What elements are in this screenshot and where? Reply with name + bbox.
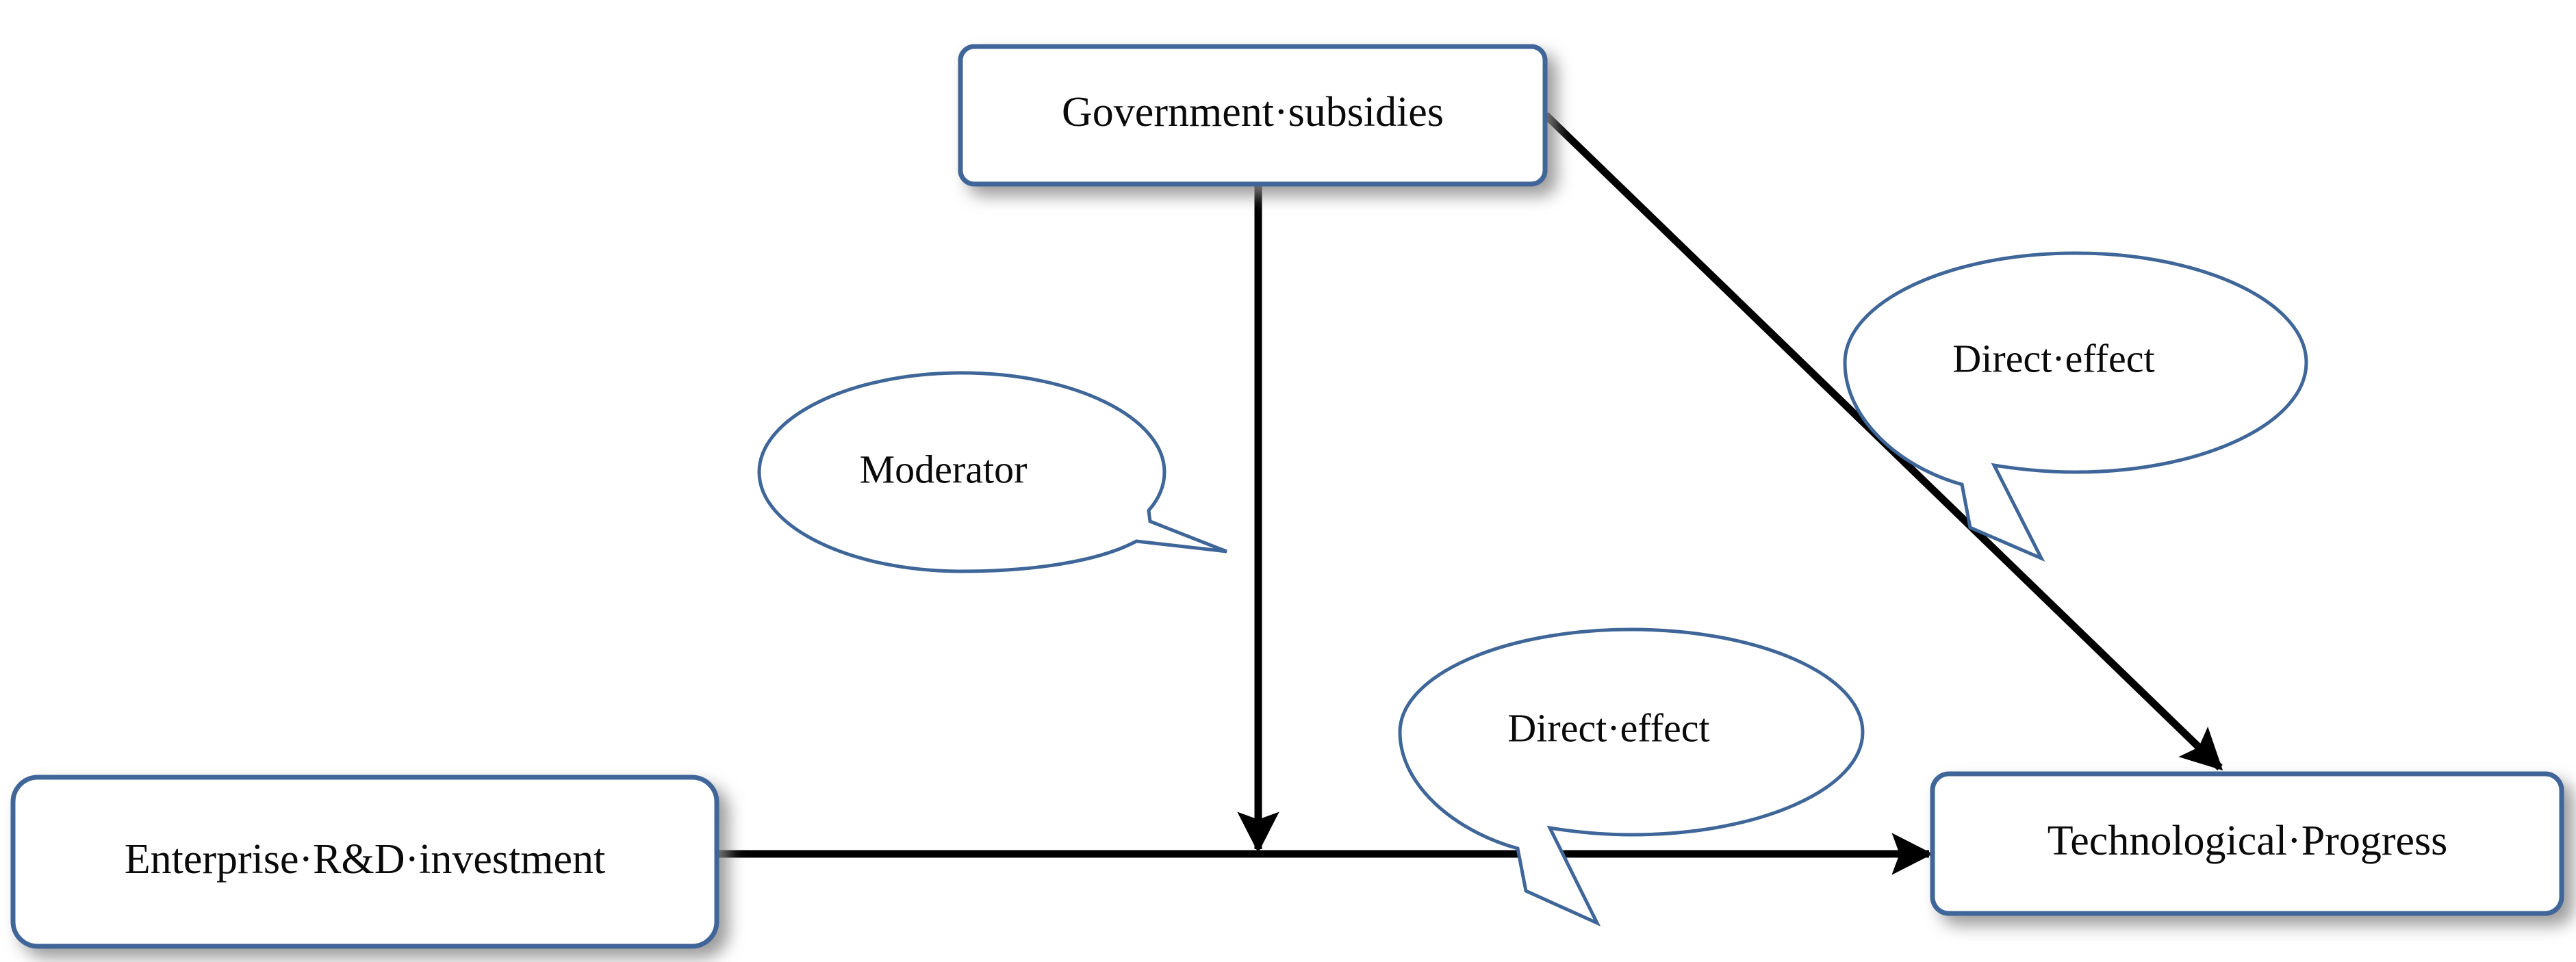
- technological-progress-label: Technological·Progress: [2048, 818, 2448, 864]
- technological-progress-box[interactable]: [1930, 771, 2564, 916]
- direct-effect-bottom-label: Direct·effect: [1507, 705, 1709, 750]
- government-subsidies-box[interactable]: [958, 44, 1548, 187]
- node-enterprise-rd-investment[interactable]: Enterprise·R&D·investment: [10, 775, 719, 949]
- callout-direct-effect-bottom[interactable]: Direct·effect: [1398, 627, 1865, 927]
- enterprise-rd-investment-label: Enterprise·R&D·investment: [125, 836, 606, 883]
- government-subsidies-label: Government·subsidies: [1062, 89, 1444, 135]
- callout-direct-effect-top[interactable]: Direct·effect: [1843, 251, 2308, 562]
- callout-layer: Moderator Direct·effect Direct·effect: [757, 251, 2308, 927]
- node-layer: Government·subsidies Enterprise·R&D·inve…: [10, 44, 2564, 949]
- enterprise-rd-investment-box[interactable]: [10, 775, 719, 949]
- node-technological-progress[interactable]: Technological·Progress: [1930, 771, 2564, 916]
- callout-moderator[interactable]: Moderator: [757, 371, 1227, 573]
- moderator-label: Moderator: [860, 447, 1028, 491]
- node-government-subsidies[interactable]: Government·subsidies: [958, 44, 1548, 187]
- direct-effect-bottom-bubble-shape[interactable]: [1398, 627, 1865, 927]
- moderator-bubble-shape[interactable]: [757, 371, 1227, 573]
- direct-effect-top-bubble-shape[interactable]: [1843, 251, 2308, 562]
- direct-effect-top-label: Direct·effect: [1952, 336, 2154, 380]
